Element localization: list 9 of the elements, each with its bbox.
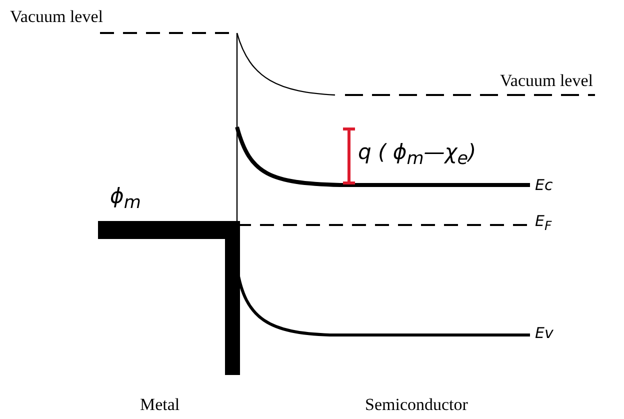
band-label: Ec (535, 178, 553, 193)
band-label: E$_{F}$ (535, 214, 552, 232)
band-label: Ev (535, 326, 554, 341)
energy-formula: q ( ϕ$_{m}$—χ$_{e}$) (358, 142, 476, 169)
region-label: Semiconductor (365, 396, 468, 413)
symbol-label: ϕ$_{m}$ (110, 186, 141, 213)
level-label: Vacuum level (500, 72, 593, 89)
region-label: Metal (140, 396, 180, 413)
level-label: Vacuum level (10, 8, 103, 25)
